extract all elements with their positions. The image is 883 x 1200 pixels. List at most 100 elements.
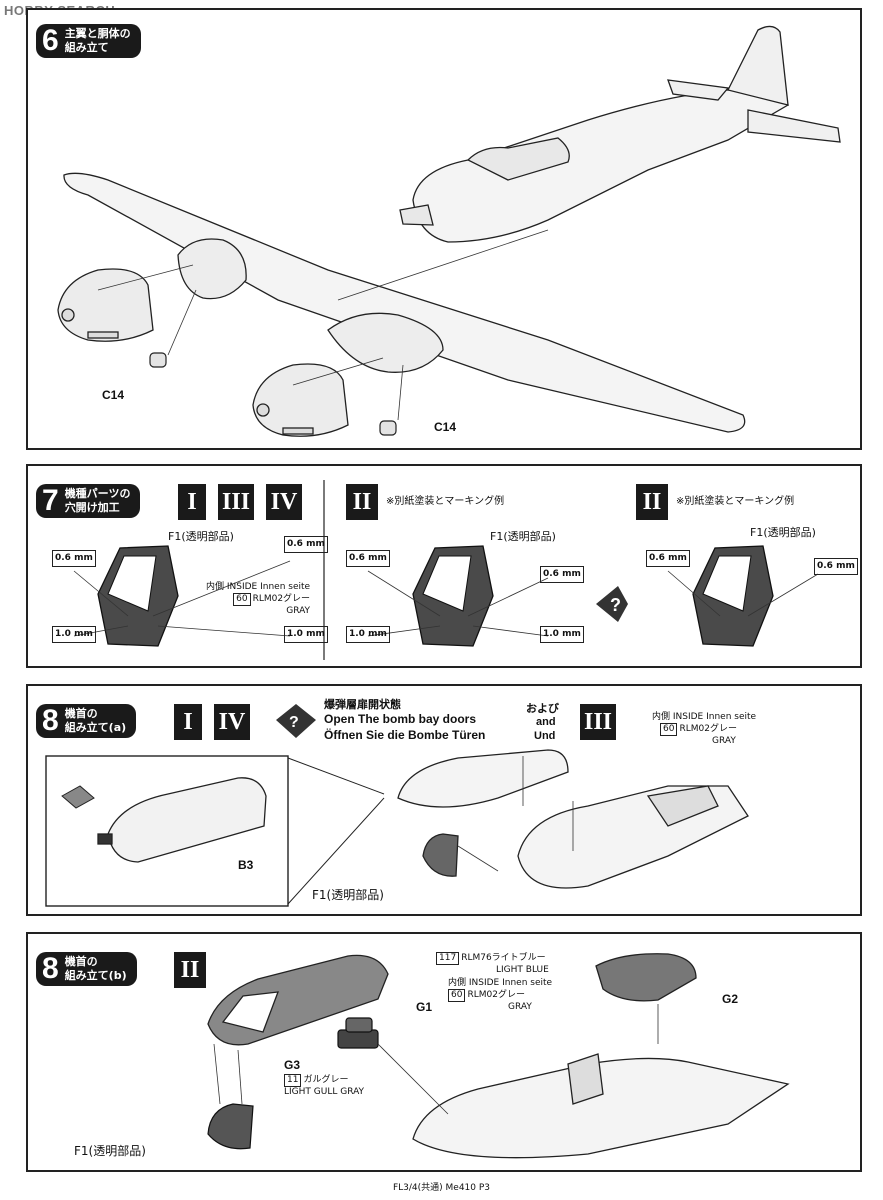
part-c14-shape bbox=[149, 352, 397, 436]
part-c14-right: C14 bbox=[434, 420, 457, 434]
question-arrow-icon-8a: ? bbox=[276, 704, 316, 738]
drill-unit: mm bbox=[836, 561, 855, 571]
variant-badge-7-c: II bbox=[636, 484, 668, 520]
drill-size: 1.0 bbox=[349, 629, 365, 639]
drill-pointers bbox=[73, 560, 819, 637]
nose-assembly bbox=[397, 749, 749, 889]
step7-panel: 7 機種パーツの 穴開け加工 I III IV II ※別紙塗装とマーキング例 … bbox=[26, 464, 862, 668]
marking-note-1-text: ※別紙塗装とマーキング例 bbox=[386, 496, 505, 507]
paint-number: 60 bbox=[448, 988, 466, 1002]
drill-badge-06-a: 0.6 mm bbox=[52, 550, 96, 567]
fuselage-nose-8b bbox=[412, 1053, 790, 1159]
paint-number: 60 bbox=[660, 722, 678, 736]
step6-illustration bbox=[57, 25, 841, 437]
drill-size: 1.0 bbox=[287, 629, 303, 639]
step8b-badge: 8 機首の 組み立て(b) bbox=[36, 952, 137, 986]
assembly-lines bbox=[97, 229, 549, 421]
part-c14-left: C14 bbox=[102, 388, 125, 402]
variant-badge-8a-3: III bbox=[580, 704, 616, 740]
step7-number: 7 bbox=[42, 484, 59, 517]
panel-g2-shape bbox=[595, 953, 697, 1002]
drill-size: 0.6 bbox=[349, 553, 365, 563]
inside-label: 内側 INSIDE Innen seite bbox=[652, 712, 757, 722]
variant-badge-8a-1: I bbox=[174, 704, 202, 740]
top-paint-number: 117 bbox=[436, 952, 460, 965]
step6-panel: 6 主翼と胴体の 組み立て bbox=[26, 8, 862, 450]
part-f1-7b: F1(透明部品) bbox=[490, 530, 556, 543]
part-f1-7a: F1(透明部品) bbox=[168, 530, 234, 543]
canopy-g1-shape bbox=[207, 954, 389, 1046]
drill-unit: mm bbox=[306, 629, 325, 639]
step8b-illustration bbox=[207, 953, 790, 1159]
step8a-panel: 8 機首の 組み立て(a) I IV 爆弾層扉開状態 Open The bomb… bbox=[26, 684, 862, 916]
variant-badge-7-3: IV bbox=[266, 484, 302, 520]
variant-badge-7-2: III bbox=[218, 484, 254, 520]
drill-unit: mm bbox=[368, 553, 387, 563]
engine-left bbox=[57, 268, 154, 342]
drill-size: 0.6 bbox=[287, 539, 303, 549]
marking-note-1: ※別紙塗装とマーキング例 bbox=[386, 496, 504, 508]
drill-badge-06-e: 0.6 mm bbox=[646, 550, 690, 567]
callout-line bbox=[287, 797, 385, 905]
part-g2: G2 bbox=[722, 992, 739, 1006]
bomb-bay-jp: 爆弾層扉開状態 bbox=[324, 699, 401, 711]
step6-number: 6 bbox=[42, 24, 59, 57]
step6-title: 主翼と胴体の 組み立て bbox=[64, 27, 131, 54]
step7-badge: 7 機種パーツの 穴開け加工 bbox=[36, 484, 141, 518]
top-paint-en: LIGHT BLUE bbox=[496, 964, 549, 975]
paint-name: RLM02グレー bbox=[252, 593, 311, 604]
drill-size: 1.0 bbox=[55, 629, 71, 639]
g3-paint-en: LIGHT GULL GRAY bbox=[284, 1086, 365, 1097]
glue-icon bbox=[61, 785, 95, 809]
canopy-windows bbox=[107, 555, 752, 612]
top-paint-name: RLM76ライトブルー bbox=[461, 953, 546, 963]
drill-unit: mm bbox=[668, 553, 687, 563]
variant-badge-7-1: I bbox=[178, 484, 206, 520]
paint-name: RLM02グレー bbox=[679, 723, 737, 734]
step8a-number: 8 bbox=[42, 704, 59, 737]
drill-badge-10-b: 1.0 mm bbox=[284, 626, 328, 643]
drill-unit: mm bbox=[74, 629, 93, 639]
step8b-title: 機首の 組み立て(b) bbox=[64, 955, 127, 982]
drill-size: 1.0 bbox=[543, 629, 559, 639]
and-de: Und bbox=[534, 730, 556, 742]
assembly-lines bbox=[457, 756, 574, 872]
and-en: and bbox=[536, 716, 556, 728]
main-wing bbox=[63, 172, 746, 433]
question-arrow-icon-7: ? bbox=[596, 586, 628, 622]
and-jp: および bbox=[526, 703, 559, 715]
marking-note-2-text: ※別紙塗装とマーキング例 bbox=[676, 496, 795, 507]
bomb-door-b3-shape bbox=[97, 777, 267, 863]
step8b-number: 8 bbox=[42, 952, 59, 985]
svg-text:?: ? bbox=[610, 595, 621, 615]
drill-badge-06-c: 0.6 mm bbox=[346, 550, 390, 567]
step6-badge: 6 主翼と胴体の 組み立て bbox=[36, 24, 141, 58]
drill-badge-10-d: 1.0 mm bbox=[540, 626, 584, 643]
drill-unit: mm bbox=[74, 553, 93, 563]
drill-badge-06-d: 0.6 mm bbox=[540, 566, 584, 583]
inside-label: 内側 INSIDE Innen seite bbox=[448, 978, 553, 988]
svg-text:?: ? bbox=[289, 714, 299, 731]
drill-unit: mm bbox=[368, 629, 387, 639]
paint-en: GRAY bbox=[286, 605, 311, 616]
drill-badge-10-c: 1.0 mm bbox=[346, 626, 390, 643]
assembly-lines bbox=[213, 1004, 659, 1115]
inside-label: 内側 INSIDE Innen seite bbox=[206, 582, 311, 592]
part-g3-shape bbox=[337, 1017, 379, 1049]
drill-unit: mm bbox=[562, 569, 581, 579]
paint-en: GRAY bbox=[712, 735, 736, 746]
page-footer: FL3/4(共通) Me410 P3 bbox=[392, 1183, 491, 1193]
drill-unit: mm bbox=[306, 539, 325, 549]
g3-paint-number: 11 bbox=[284, 1074, 302, 1087]
step7-illustration: ? bbox=[73, 480, 819, 660]
marking-note-2: ※別紙塗装とマーキング例 bbox=[676, 496, 794, 508]
callout-line bbox=[287, 757, 385, 795]
drill-size: 0.6 bbox=[55, 553, 71, 563]
